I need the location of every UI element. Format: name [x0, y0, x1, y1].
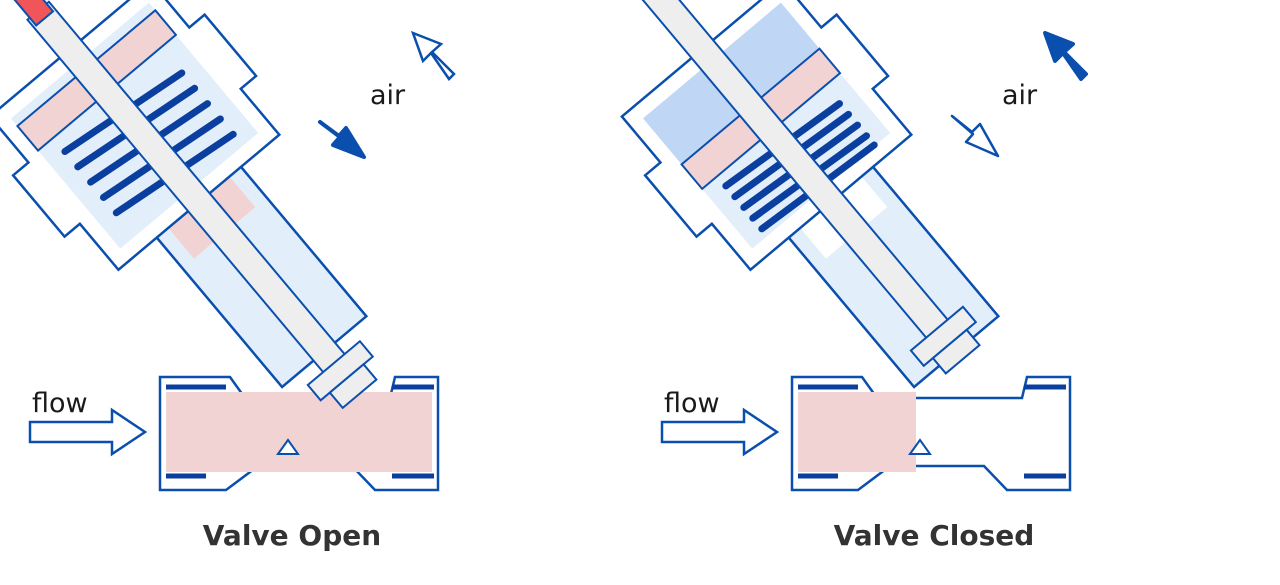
- valve-open-pipe: [158, 375, 440, 492]
- valve-closed-caption: Valve Closed: [834, 519, 1035, 552]
- valve-closed-flow-label: flow: [664, 388, 720, 419]
- valve-open-air-in-arrow: [318, 120, 366, 159]
- valve-closed-panel: flow air Valve Closed: [620, 0, 1088, 552]
- valve-open-caption: Valve Open: [203, 519, 381, 552]
- valve-open-flow-arrow: [28, 407, 148, 457]
- valve-closed-air-label: air: [1002, 80, 1038, 111]
- valve-open-flow-label: flow: [32, 388, 88, 419]
- valve-closed-air-out-arrow: [1043, 31, 1088, 81]
- valve-closed-actuator: [620, 0, 1001, 389]
- valve-closed-flow-arrow: [660, 407, 780, 457]
- valve-open-panel: flow air Valve Open: [0, 0, 456, 552]
- valve-open-air-out-arrow: [410, 30, 456, 81]
- valve-closed-pipe: [790, 375, 1072, 492]
- valve-closed-air-in-arrow: [950, 114, 1000, 158]
- valve-open-air-label: air: [370, 80, 406, 111]
- valve-open-actuator: [0, 0, 378, 410]
